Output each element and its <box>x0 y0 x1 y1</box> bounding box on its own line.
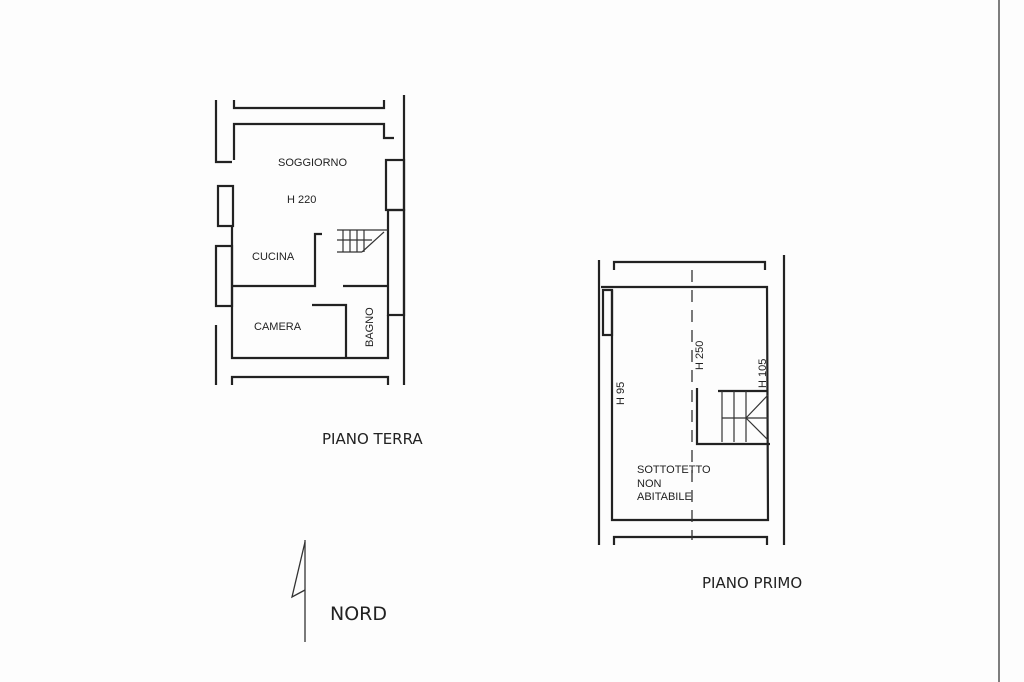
north-label: NORD <box>330 603 387 625</box>
stair-icon <box>337 229 388 253</box>
ground-floor-plan: SOGGIORNO H 220 CUCINA CAMERA BAGNO PIAN… <box>214 95 423 448</box>
north-arrow-icon <box>291 540 306 642</box>
room-label-camera: CAMERA <box>254 321 302 333</box>
first-floor-plan: H 95 H 250 H 105 SOTTOTETTO NON ABITABIL… <box>597 255 802 592</box>
height-label-right: H 105 <box>757 359 769 388</box>
height-label-center: H 250 <box>694 341 706 370</box>
attic-label-line2: NON <box>637 478 662 490</box>
room-label-bagno: BAGNO <box>364 307 376 347</box>
room-label-soggiorno: SOGGIORNO <box>278 157 348 169</box>
attic-label-line1: SOTTOTETTO <box>637 464 711 476</box>
first-floor-title: PIANO PRIMO <box>702 574 802 592</box>
stair-icon <box>721 391 769 442</box>
room-height-label: H 220 <box>287 194 316 206</box>
attic-label-line3: ABITABILE <box>637 491 692 503</box>
ground-floor-title: PIANO TERRA <box>322 430 423 448</box>
room-label-cucina: CUCINA <box>252 251 295 263</box>
height-label-left: H 95 <box>615 382 627 405</box>
